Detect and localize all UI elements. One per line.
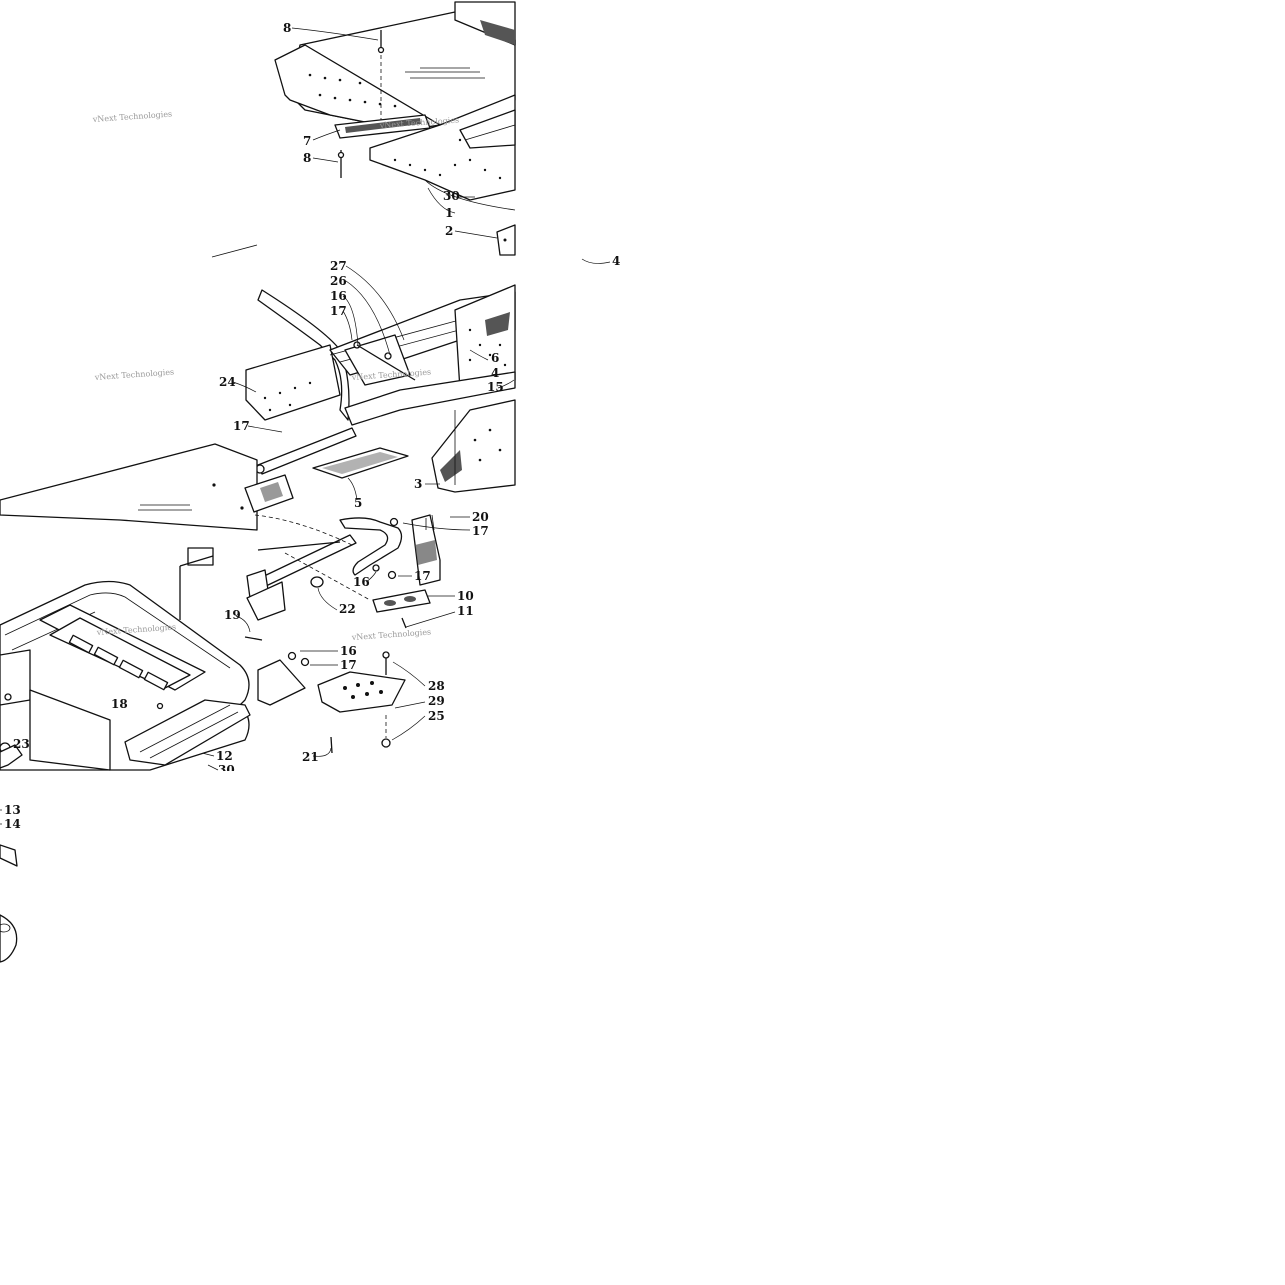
callout-13: 13 bbox=[4, 803, 21, 817]
hatched-plate bbox=[244, 474, 294, 513]
callout-17: 17 bbox=[340, 658, 357, 672]
callout-8: 8 bbox=[303, 151, 311, 165]
callout-16: 16 bbox=[353, 575, 370, 589]
callout-18: 18 bbox=[111, 697, 128, 711]
rivet-part-8-upper bbox=[377, 30, 385, 120]
callout-24: 24 bbox=[219, 375, 236, 389]
callout-4: 4 bbox=[612, 254, 620, 268]
seat-slots bbox=[68, 634, 169, 691]
seat-base-frame bbox=[0, 555, 251, 963]
hinge-bracket-part-26 bbox=[344, 334, 416, 386]
nut-part-17 bbox=[389, 517, 399, 527]
callout-20: 20 bbox=[472, 510, 489, 524]
callout-17: 17 bbox=[472, 524, 489, 538]
spacer-part-22 bbox=[310, 576, 324, 588]
callout-12: 12 bbox=[216, 749, 233, 763]
callout-2: 2 bbox=[445, 224, 453, 238]
screw-part-21 bbox=[330, 736, 333, 754]
callout-labels: 8 7 8 30 1 2 4 27 26 16 17 24 6 4 15 17 … bbox=[4, 21, 620, 831]
plate-part-10 bbox=[372, 589, 431, 613]
leader-lines-top bbox=[291, 27, 611, 264]
washer-part-16 bbox=[372, 564, 380, 572]
nut-part-17b bbox=[387, 570, 397, 580]
callout-8: 8 bbox=[283, 21, 291, 35]
callout-15: 15 bbox=[487, 380, 504, 394]
callout-17: 17 bbox=[414, 569, 431, 583]
watermark: vNext Technologies bbox=[92, 109, 173, 124]
callout-17: 17 bbox=[330, 304, 347, 318]
floor-panel bbox=[0, 443, 258, 531]
callout-30: 30 bbox=[443, 189, 460, 203]
callout-26: 26 bbox=[330, 274, 347, 288]
tunnel-section-top bbox=[274, 1, 516, 256]
callout-17: 17 bbox=[233, 419, 250, 433]
callout-21: 21 bbox=[302, 750, 319, 764]
brace-holes bbox=[468, 328, 507, 367]
watermark: vNext Technologies bbox=[94, 367, 175, 382]
foot-bracket-part-3 bbox=[431, 399, 516, 493]
disc-part-14 bbox=[0, 914, 18, 963]
bracket-part-7 bbox=[334, 114, 431, 139]
callout-27: 27 bbox=[330, 259, 347, 273]
leader-lines-middle bbox=[232, 265, 515, 501]
callout-4: 4 bbox=[491, 366, 499, 380]
separator-line bbox=[211, 244, 258, 258]
deck-hole-row bbox=[308, 73, 397, 108]
strip-part-13 bbox=[0, 844, 18, 867]
callout-7: 7 bbox=[303, 134, 311, 148]
small-bracket-left bbox=[246, 569, 286, 621]
callout-16: 16 bbox=[330, 289, 347, 303]
leader-lines-lower bbox=[0, 516, 471, 825]
watermark: vNext Technologies bbox=[351, 627, 432, 642]
callout-3: 3 bbox=[414, 477, 422, 491]
callout-28: 28 bbox=[428, 679, 445, 693]
callout-6: 6 bbox=[491, 351, 499, 365]
callout-19: 19 bbox=[224, 608, 241, 622]
rivet-part-8-lower bbox=[337, 150, 345, 178]
callout-29: 29 bbox=[428, 694, 445, 708]
callout-23: 23 bbox=[13, 737, 30, 751]
callout-14: 14 bbox=[4, 817, 21, 831]
nut-part-25 bbox=[381, 738, 391, 748]
callout-22: 22 bbox=[339, 602, 356, 616]
panel-24-holes bbox=[263, 381, 312, 412]
pad-part-5 bbox=[312, 447, 409, 479]
callout-10: 10 bbox=[457, 589, 474, 603]
lower-bracket-assembly bbox=[0, 443, 441, 754]
callout-1: 1 bbox=[445, 206, 453, 220]
callout-11: 11 bbox=[457, 604, 474, 618]
rail-assembly-middle bbox=[245, 284, 516, 493]
callout-16: 16 bbox=[340, 644, 357, 658]
callout-25: 25 bbox=[428, 709, 445, 723]
footrest-part-29 bbox=[317, 671, 406, 713]
callout-5: 5 bbox=[354, 496, 362, 510]
